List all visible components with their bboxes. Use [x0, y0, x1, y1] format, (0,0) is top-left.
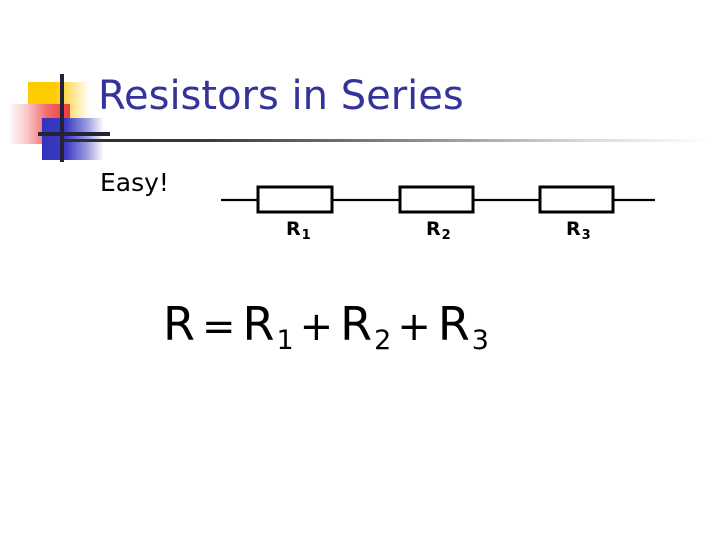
- resistor-label-1-subscript: 1: [301, 228, 311, 243]
- circuit-svg: [221, 185, 655, 214]
- equation-equals-sign: =: [201, 304, 237, 350]
- equation-term-2-symbol: R: [340, 297, 374, 351]
- equation-plus-2: +: [397, 304, 432, 350]
- series-circuit-diagram: R1 R2 R3: [215, 178, 665, 258]
- equation-term-3-subscript: 3: [471, 325, 490, 356]
- equation-lhs: R: [163, 297, 196, 351]
- resistor-label-3: R3: [566, 218, 591, 243]
- resistor-label-3-symbol: R: [566, 218, 581, 240]
- resistor-label-2-subscript: 2: [441, 228, 451, 243]
- deco-vertical-line: [60, 74, 64, 162]
- resistor-label-1-symbol: R: [286, 218, 301, 240]
- body-text: Easy!: [100, 168, 169, 197]
- resistor-box-3: [538, 185, 615, 214]
- resistance-equation: R=R1+R2+R3: [163, 296, 489, 360]
- equation-term-3-symbol: R: [437, 297, 471, 351]
- resistor-boxes: [256, 185, 615, 214]
- resistor-label-2: R2: [426, 218, 451, 243]
- equation-term-2-subscript: 2: [374, 325, 393, 356]
- resistor-box-1: [256, 185, 334, 214]
- slide-title: Resistors in Series: [98, 73, 464, 119]
- resistor-label-2-symbol: R: [426, 218, 441, 240]
- equation-plus-1: +: [299, 304, 335, 350]
- deco-horizontal-line: [38, 132, 110, 136]
- resistor-label-3-subscript: 3: [581, 228, 591, 243]
- resistor-label-1: R1: [286, 218, 311, 243]
- title-divider-rule: [62, 139, 712, 142]
- equation-term-1-symbol: R: [242, 297, 276, 351]
- resistor-box-2: [398, 185, 475, 214]
- equation-term-1-subscript: 1: [276, 325, 295, 356]
